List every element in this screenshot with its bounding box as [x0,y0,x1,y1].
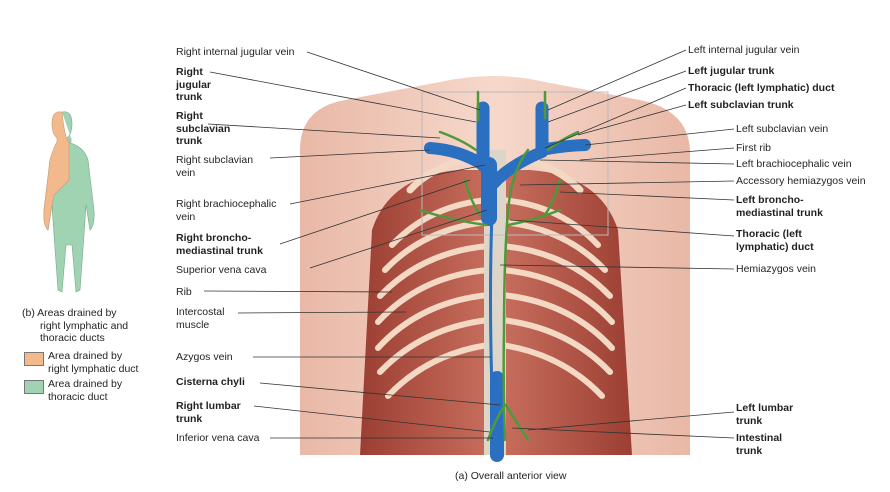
label-line: trunk [736,414,763,427]
lymphatics [418,90,580,442]
label-line: mediastinal trunk [736,206,823,219]
label-line: Right subclavian [176,154,254,166]
label-right-jugular-trunk: Right jugular trunk [176,66,211,104]
label-line: Intestinal [736,432,783,444]
label-line: Intercostal [176,306,225,318]
caption-line: (b) Areas drained by [22,307,117,319]
body-figure [43,111,95,293]
label-right-internal-jugular-vein: Right internal jugular vein [176,46,295,58]
caption-line: right lymphatic and [40,319,129,332]
label-line: Thoracic (left [736,228,802,240]
label-cisterna-chyli: Cisterna chyli [176,376,245,388]
label-line: jugular [176,78,212,91]
label-line: vein [176,210,196,223]
label-right-bronchomediastinal-trunk: Right broncho- mediastinal trunk [176,232,263,257]
label-azygos-vein: Azygos vein [176,351,233,363]
label-left-brachiocephalic-vein: Left brachiocephalic vein [736,158,852,170]
label-left-internal-jugular-vein: Left internal jugular vein [688,44,800,56]
label-left-jugular-trunk: Left jugular trunk [688,65,775,77]
label-line: mediastinal trunk [176,244,263,257]
label-line: Left broncho- [736,194,804,206]
label-right-brachiocephalic-vein: Right brachiocephalic vein [176,198,276,223]
label-intercostal-muscle: Intercostal muscle [176,306,224,331]
caption-a: (a) Overall anterior view [455,470,567,482]
label-line: Right lumbar [176,400,241,412]
label-left-lumbar-trunk: Left lumbar trunk [736,402,793,427]
label-intestinal-trunk: Intestinal trunk [736,432,782,457]
label-line: Right brachiocephalic [176,198,277,210]
legend-line: Area drained by [48,378,123,390]
label-left-subclavian-trunk: Left subclavian trunk [688,99,794,111]
inset-frame [421,91,609,236]
label-line: Right [176,66,203,78]
caption-b: (b) Areas drained by right lymphatic and… [22,307,128,345]
label-line: vein [176,166,196,179]
label-right-subclavian-vein: Right subclavian vein [176,154,253,179]
label-left-bronchomediastinal-trunk: Left broncho- mediastinal trunk [736,194,823,219]
caption-line: thoracic ducts [40,332,105,344]
label-line: subclavian [176,122,231,135]
legend-line: right lymphatic duct [48,362,139,375]
label-line: Left lumbar [736,402,794,414]
legend-swatch-right-lymphatic [24,352,44,366]
label-line: trunk [176,412,203,425]
label-thoracic-duct-top: Thoracic (left lymphatic) duct [688,82,835,94]
label-line: Right broncho- [176,232,252,244]
legend-swatch-thoracic [24,380,44,394]
label-right-subclavian-trunk: Right subclavian trunk [176,110,230,148]
legend-line: thoracic duct [48,390,108,403]
label-line: Right [176,110,203,122]
legend-line: Area drained by [48,350,123,362]
label-right-lumbar-trunk: Right lumbar trunk [176,400,241,425]
label-rib: Rib [176,286,192,298]
legend-thoracic: Area drained by thoracic duct [48,378,122,403]
label-line: lymphatic) duct [736,240,814,253]
label-superior-vena-cava: Superior vena cava [176,264,267,276]
label-line: muscle [176,318,210,331]
label-first-rib: First rib [736,142,771,154]
label-line: trunk [176,135,203,147]
label-accessory-hemiazygos-vein: Accessory hemiazygos vein [736,175,866,187]
label-thoracic-duct-mid: Thoracic (left lymphatic) duct [736,228,814,253]
legend-right-lymphatic: Area drained by right lymphatic duct [48,350,138,375]
label-line: trunk [736,444,763,457]
label-left-subclavian-vein: Left subclavian vein [736,123,829,135]
leader-lines [203,49,735,439]
label-inferior-vena-cava: Inferior vena cava [176,432,260,444]
label-line: trunk [176,91,203,103]
label-hemiazygos-vein: Hemiazygos vein [736,263,816,275]
